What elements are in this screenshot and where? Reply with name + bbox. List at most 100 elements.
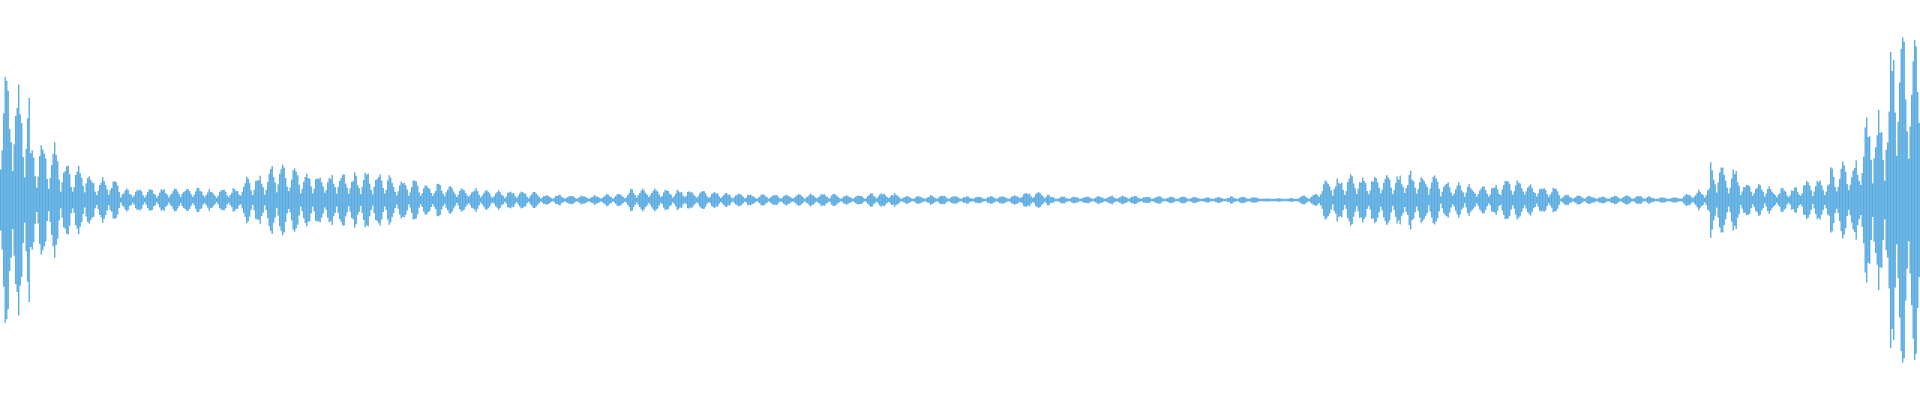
- waveform-bar: [127, 190, 129, 210]
- waveform-bar: [969, 197, 971, 203]
- waveform-bar: [1627, 196, 1629, 204]
- waveform-bar: [687, 191, 689, 209]
- waveform-bar: [936, 198, 938, 202]
- waveform-bar: [1624, 196, 1626, 204]
- waveform-bar: [1128, 198, 1130, 202]
- waveform-bar: [1092, 198, 1094, 202]
- waveform-bar: [360, 194, 362, 206]
- waveform-bar: [630, 188, 632, 212]
- waveform-bar: [1263, 198, 1265, 202]
- waveform-bar: [1134, 196, 1136, 204]
- waveform-bar: [1506, 181, 1508, 219]
- waveform-bar: [664, 189, 666, 211]
- waveform-bar: [372, 194, 374, 206]
- waveform-bar: [1666, 198, 1668, 202]
- waveform-bar: [16, 107, 18, 293]
- waveform-bar: [222, 190, 224, 210]
- waveform-bar: [456, 197, 458, 203]
- waveform-bar: [1438, 188, 1440, 212]
- waveform-bar: [387, 180, 389, 220]
- waveform-bar: [586, 198, 588, 202]
- waveform-bar: [352, 180, 354, 220]
- waveform-bar: [1716, 192, 1718, 208]
- waveform-bar: [1887, 142, 1889, 258]
- waveform-bar: [1851, 177, 1853, 223]
- waveform-bar: [1566, 195, 1568, 205]
- waveform-bar: [649, 195, 651, 205]
- waveform-bar: [1531, 188, 1533, 212]
- waveform-bar: [1867, 137, 1869, 263]
- waveform-bar: [370, 189, 372, 210]
- waveform-bar: [903, 197, 905, 203]
- waveform-bar: [1585, 197, 1587, 203]
- waveform-bar: [481, 195, 483, 205]
- waveform-bar: [937, 197, 939, 202]
- waveform-bar: [223, 189, 225, 211]
- waveform-bar: [684, 197, 686, 203]
- waveform-bar: [783, 196, 785, 204]
- waveform-bar: [190, 194, 192, 206]
- waveform-bar: [690, 192, 692, 208]
- waveform-bar: [460, 188, 462, 212]
- waveform-bar: [1870, 159, 1872, 240]
- waveform-bar: [1806, 180, 1808, 220]
- waveform-bar: [1830, 167, 1832, 233]
- waveform-bar: [228, 197, 230, 203]
- waveform-bar: [640, 190, 642, 210]
- waveform-bar: [343, 174, 345, 226]
- waveform-bar: [1116, 198, 1118, 202]
- waveform-bar: [1612, 196, 1614, 204]
- waveform-bar: [1056, 198, 1058, 202]
- waveform-bar: [1083, 197, 1085, 203]
- waveform-bar: [825, 195, 827, 205]
- waveform-bar: [613, 197, 615, 203]
- waveform-bar: [1501, 189, 1503, 211]
- waveform-bar: [1825, 191, 1827, 209]
- waveform-bar: [1453, 193, 1455, 207]
- waveform-bar: [1363, 181, 1365, 220]
- waveform-bar: [669, 193, 671, 207]
- waveform-bar: [1717, 182, 1719, 218]
- waveform-bar: [1534, 193, 1536, 207]
- waveform-bar: [1416, 193, 1418, 207]
- waveform-bar: [1882, 160, 1884, 240]
- waveform-bar: [1702, 195, 1704, 205]
- waveform-bar: [1054, 198, 1056, 202]
- waveform-bar: [1354, 188, 1356, 212]
- waveform-bar: [1705, 195, 1707, 205]
- waveform-bar: [1122, 195, 1124, 205]
- waveform-bar: [624, 198, 626, 202]
- waveform-bar: [694, 196, 696, 204]
- waveform-bar: [306, 173, 308, 227]
- waveform-bar: [1911, 94, 1913, 306]
- waveform-bar: [654, 188, 656, 212]
- waveform-bar: [499, 192, 501, 208]
- waveform-bar: [27, 118, 29, 282]
- waveform-bar: [450, 186, 452, 214]
- waveform-bar: [766, 197, 768, 203]
- waveform-bar: [1809, 185, 1811, 215]
- waveform-bar: [453, 191, 455, 209]
- waveform-bar: [648, 197, 650, 203]
- waveform-bar: [727, 194, 729, 206]
- waveform-bar: [163, 189, 165, 211]
- waveform-bar: [259, 175, 261, 225]
- waveform-bar: [1065, 197, 1067, 203]
- waveform-bar: [744, 198, 746, 202]
- waveform-bar: [1428, 194, 1430, 206]
- waveform-bar: [57, 161, 59, 239]
- waveform-bar: [1189, 198, 1191, 202]
- waveform-bar: [670, 194, 672, 206]
- waveform-bar: [546, 195, 548, 205]
- waveform-bar: [1710, 162, 1712, 238]
- waveform-bar: [840, 198, 842, 202]
- waveform-bar: [462, 189, 464, 211]
- waveform-bar: [1785, 191, 1787, 209]
- waveform-bar: [1026, 193, 1028, 207]
- waveform-bar: [856, 195, 858, 205]
- waveform-bar: [67, 165, 69, 235]
- waveform-bar: [547, 195, 549, 205]
- waveform-bar: [79, 173, 81, 227]
- waveform-bar: [1362, 177, 1364, 223]
- waveform-bar: [621, 195, 623, 205]
